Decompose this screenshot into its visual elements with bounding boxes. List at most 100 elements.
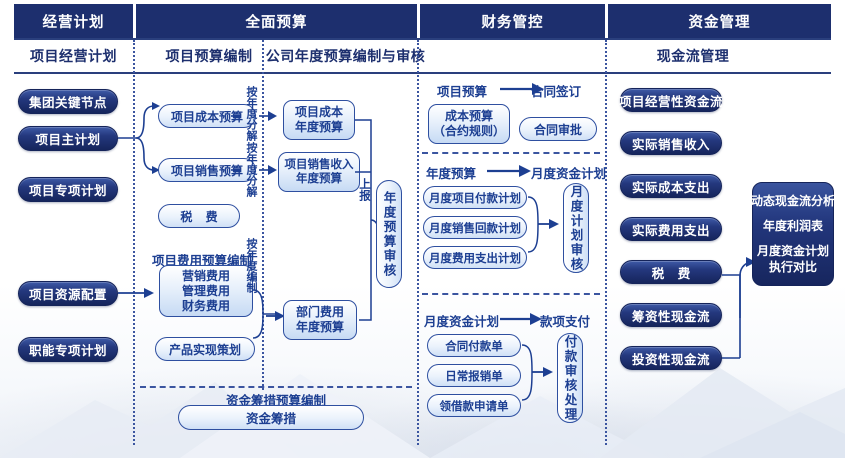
col4-block1-item-2[interactable]: 月度费用支出计划 bbox=[423, 246, 527, 269]
col5-analysis-line-4: 执行对比 bbox=[768, 260, 817, 275]
col5-item-6-label: 投资性现金流 bbox=[631, 352, 710, 367]
col4-block1-arrow bbox=[487, 165, 531, 177]
col4-block2-to: 款项支付 bbox=[540, 311, 590, 330]
col4-block1-item-1[interactable]: 月度销售回款计划 bbox=[423, 216, 527, 239]
subtitle-3: 现金流管理 bbox=[608, 40, 778, 72]
col2-expense-line-1: 管理费用 bbox=[181, 283, 230, 298]
col2-item-3-label: 产品实现策划 bbox=[168, 342, 241, 357]
col4-block2-from: 月度资金计划 bbox=[424, 311, 499, 330]
col3-item-1[interactable]: 项目销售收入 年度预算 bbox=[278, 152, 360, 192]
col4-block2-from-text: 月度资金计划 bbox=[424, 315, 500, 329]
col3-submit-label-text: 上报 bbox=[358, 178, 370, 201]
col4-block1-review-capsule[interactable]: 月度计划审核 bbox=[563, 183, 589, 273]
header-cell-1: 全面预算 bbox=[136, 4, 417, 38]
col2-item-1[interactable]: 项目销售预算 bbox=[158, 158, 256, 182]
col2-item-1-label: 项目销售预算 bbox=[170, 163, 243, 178]
header-rule-top bbox=[14, 38, 831, 40]
subtitle-text-0: 项目经营计划 bbox=[30, 48, 117, 64]
col4-block1-to: 月度资金计划 bbox=[531, 163, 606, 182]
col2-expense-caption-text: 项目费用预算编制 bbox=[152, 254, 253, 268]
header-band: 经营计划 全面预算 财务管控 资金管理 bbox=[14, 4, 831, 38]
header-title-2: 财务管控 bbox=[481, 14, 544, 31]
col5-item-3[interactable]: 实际费用支出 bbox=[620, 217, 722, 241]
col1-item-1-label: 项目主计划 bbox=[35, 133, 101, 147]
col2-connector-label-2: 按年度编制 bbox=[243, 238, 259, 306]
col4-block2-review-label: 付款审核处理 bbox=[562, 334, 577, 422]
col2-expense-line-0: 营销费用 bbox=[181, 268, 230, 283]
col2-item-3[interactable]: 产品实现策划 bbox=[155, 337, 255, 361]
col2-connector-label-0-text: 按年度分解 bbox=[245, 86, 257, 141]
connector-col1-to-expense-box bbox=[118, 288, 154, 298]
col5-analysis-line-1: 动态现金流分析 bbox=[751, 193, 836, 208]
col4-block1-merge-brace bbox=[527, 196, 559, 253]
col2-item-2-tax[interactable]: 税 费 bbox=[158, 204, 240, 228]
col4-block1-item-2-label: 月度费用支出计划 bbox=[429, 252, 521, 265]
col2-connector-label-1: 按年度分解 bbox=[243, 142, 259, 210]
col5-item-1-label: 实际销售收入 bbox=[631, 137, 710, 152]
col5-item-5[interactable]: 筹资性现金流 bbox=[620, 303, 722, 327]
subtitle-0: 项目经营计划 bbox=[14, 40, 133, 72]
col3-annual-review-label: 年度预算审核 bbox=[381, 190, 396, 278]
col2-connector-label-1-text: 按年度分解 bbox=[245, 142, 257, 197]
col4-divider-2 bbox=[422, 293, 600, 295]
col2-connector-label-2-text: 按年度编制 bbox=[245, 238, 257, 293]
col3-item-1-line-1: 年度预算 bbox=[296, 173, 342, 185]
header-title-3: 资金管理 bbox=[688, 14, 751, 31]
col1-item-3-label: 项目资源配置 bbox=[28, 288, 107, 302]
col4-block0-from: 项目预算 bbox=[437, 81, 487, 100]
col5-analysis-box[interactable]: 动态现金流分析 年度利润表 月度资金计划 执行对比 bbox=[751, 182, 836, 286]
column-separator-3 bbox=[417, 40, 419, 445]
col5-item-1[interactable]: 实际销售收入 bbox=[620, 131, 722, 155]
col5-item-4-tax[interactable]: 税 费 bbox=[620, 260, 722, 284]
header-cell-2: 财务管控 bbox=[420, 4, 605, 38]
subtitle-text-3: 现金流管理 bbox=[656, 48, 730, 64]
subtitle-1: 项目预算编制 bbox=[144, 40, 274, 72]
col4-block2-review-capsule[interactable]: 付款审核处理 bbox=[557, 333, 583, 423]
col4-block2-item-2-label: 领借款申请单 bbox=[439, 400, 509, 413]
col1-item-1[interactable]: 项目主计划 bbox=[18, 126, 118, 151]
col5-item-0[interactable]: 项目经营性资金流 bbox=[619, 88, 724, 112]
col1-item-4-label: 职能专项计划 bbox=[28, 344, 107, 358]
col4-block1-item-1-label: 月度销售回款计划 bbox=[429, 222, 521, 235]
column-separator-2 bbox=[262, 40, 264, 390]
col4-block2-item-2[interactable]: 领借款申请单 bbox=[427, 394, 521, 417]
column-separator-1 bbox=[133, 40, 135, 445]
column-separator-4 bbox=[605, 40, 607, 445]
col4-block0-from-text: 项目预算 bbox=[437, 85, 488, 99]
col4-block1-from-text: 年度预算 bbox=[426, 167, 477, 181]
col5-analysis-line-3: 月度资金计划 bbox=[757, 244, 830, 258]
col5-item-6[interactable]: 投资性现金流 bbox=[620, 346, 722, 370]
col2-item-2-label: 税 费 bbox=[180, 209, 223, 224]
col1-item-0-label: 集团关键节点 bbox=[28, 96, 107, 110]
header-cell-0: 经营计划 bbox=[14, 4, 133, 38]
background-mountain-decoration bbox=[0, 368, 845, 458]
col4-block2-item-0[interactable]: 合同付款单 bbox=[427, 334, 521, 357]
col4-block0-cost-line-1: （合约规则） bbox=[432, 124, 505, 138]
col4-block0-contract-approval[interactable]: 合同审批 bbox=[519, 117, 597, 141]
col1-item-3[interactable]: 项目资源配置 bbox=[18, 281, 118, 306]
funding-item[interactable]: 资金筹措 bbox=[178, 405, 364, 430]
col4-block0-cost-budget[interactable]: 成本预算 （合约规则） bbox=[428, 104, 510, 144]
col2-item-0[interactable]: 项目成本预算 bbox=[158, 104, 256, 128]
col4-block1-item-0-label: 月度项目付款计划 bbox=[429, 192, 521, 205]
col4-block2-item-1[interactable]: 日常报销单 bbox=[427, 364, 521, 387]
funding-item-label: 资金筹措 bbox=[245, 412, 296, 426]
col4-block2-merge-brace bbox=[521, 344, 553, 401]
col5-item-2[interactable]: 实际成本支出 bbox=[620, 174, 722, 198]
col3-item-2[interactable]: 部门费用 年度预算 bbox=[283, 300, 357, 340]
col4-block1-item-0[interactable]: 月度项目付款计划 bbox=[423, 186, 527, 209]
col2-expense-box[interactable]: 营销费用 管理费用 财务费用 bbox=[159, 265, 253, 317]
col4-block1-to-text: 月度资金计划 bbox=[531, 167, 607, 181]
header-rule-bottom bbox=[14, 72, 831, 74]
col1-item-4[interactable]: 职能专项计划 bbox=[18, 337, 118, 362]
col1-item-2[interactable]: 项目专项计划 bbox=[18, 177, 118, 202]
funding-caption-text: 资金筹措预算编制 bbox=[226, 394, 327, 408]
col2-expense-caption: 项目费用预算编制 bbox=[152, 250, 252, 269]
col1-item-0[interactable]: 集团关键节点 bbox=[18, 89, 118, 114]
col3-annual-review-capsule[interactable]: 年度预算审核 bbox=[376, 180, 402, 288]
header-title-0: 经营计划 bbox=[42, 14, 105, 31]
header-cell-3: 资金管理 bbox=[608, 4, 831, 38]
col3-item-0[interactable]: 项目成本 年度预算 bbox=[283, 100, 355, 140]
col5-item-0-label: 项目经营性资金流 bbox=[619, 94, 724, 109]
